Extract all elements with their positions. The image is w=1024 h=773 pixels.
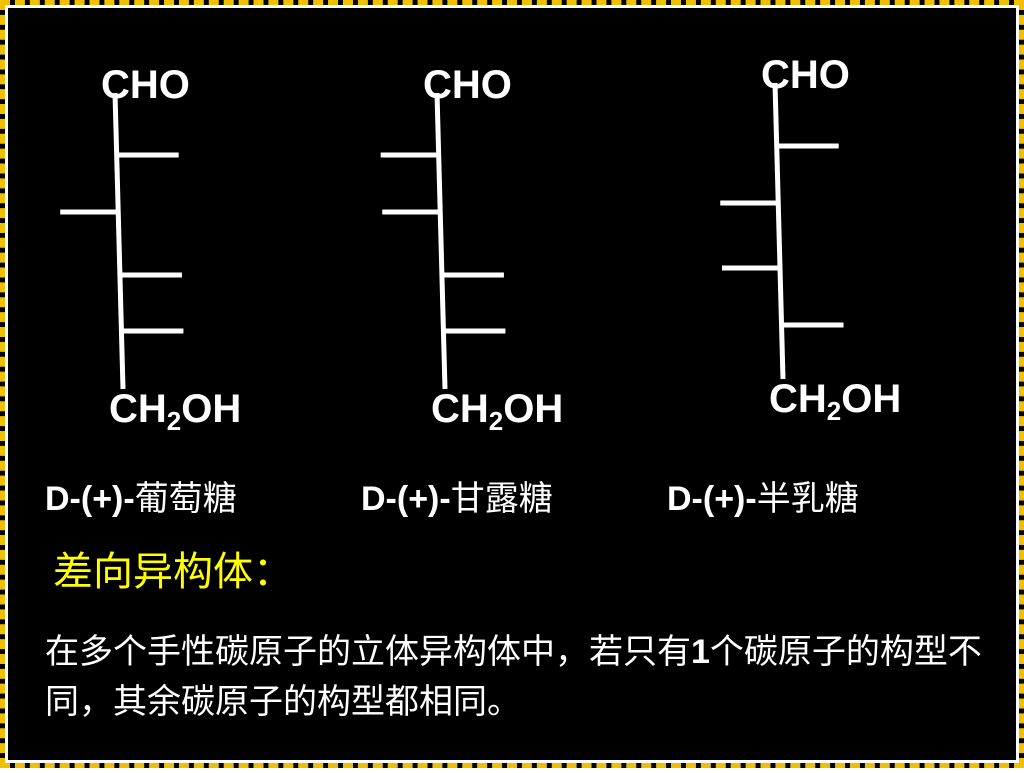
slide-content: CHO CHO CHO CH2OH CH2OH CH2OH D-(+)-葡萄糖 … [5,5,1024,773]
ch-text: CH [769,377,827,421]
definition-number: 1 [691,633,710,671]
definition-part-2: 个碳原子的构型不同，其余碳原子的构型都相同。 [45,632,982,722]
subscript-2: 2 [826,396,842,426]
cho-text: CHO [761,53,850,97]
name-chinese: 甘露糖 [450,479,553,519]
fischer-projection-galactose [720,82,844,380]
epimer-heading: 差向异构体： [53,549,293,595]
cho-group-glucose: CHO [101,65,190,105]
ch2oh-group-mannose: CH2OH [431,387,564,434]
fischer-projection-mannose [380,92,506,390]
carbon-chain-bond [434,92,448,390]
cho-group-mannose: CHO [423,65,512,105]
name-prefix: D-(+)- [667,480,757,518]
cho-group-galactose: CHO [761,55,850,95]
ch2oh-group-glucose: CH2OH [109,387,242,434]
name-prefix: D-(+)- [361,480,451,518]
oh-text: OH [503,387,564,431]
ch-text: CH [431,387,489,431]
name-chinese: 半乳糖 [756,479,859,519]
subscript-2: 2 [488,406,504,436]
oh-text: OH [841,377,902,421]
name-prefix: D-(+)- [45,480,135,518]
cho-text: CHO [423,63,512,107]
ch2oh-group-galactose: CH2OH [769,377,902,424]
carbon-chain-bond [112,92,126,390]
name-mannose: D-(+)-甘露糖 [361,479,553,519]
cho-text: CHO [101,63,190,107]
oh-text: OH [181,387,242,431]
name-glucose: D-(+)-葡萄糖 [45,479,237,519]
name-galactose: D-(+)-半乳糖 [667,479,859,519]
definition-part-1: 在多个手性碳原子的立体异构体中，若只有 [45,632,691,672]
carbon-chain-bond [772,82,786,380]
name-chinese: 葡萄糖 [134,479,237,519]
fischer-projection-glucose [60,92,184,390]
fischer-projections [60,82,844,390]
ch-text: CH [109,387,167,431]
epimer-definition: 在多个手性碳原子的立体异构体中，若只有1个碳原子的构型不同，其余碳原子的构型都相… [45,627,995,727]
subscript-2: 2 [166,406,182,436]
